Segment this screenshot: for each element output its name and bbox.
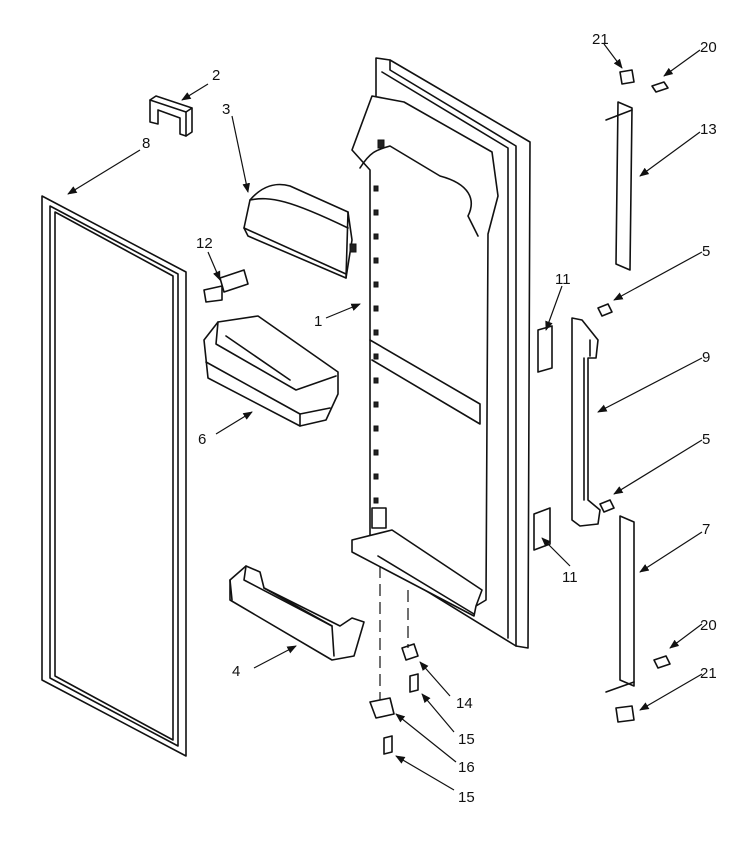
callout-8: 8 xyxy=(142,135,150,152)
callout-2: 2 xyxy=(212,67,220,84)
callout-12: 12 xyxy=(196,235,213,252)
callout-20-lower: 20 xyxy=(700,617,717,634)
callout-5-upper: 5 xyxy=(702,243,710,260)
callout-20-upper: 20 xyxy=(700,39,717,56)
callout-14: 14 xyxy=(456,695,473,712)
upper-handle-trim xyxy=(605,101,633,271)
door-handle xyxy=(571,317,601,527)
callout-15-upper: 15 xyxy=(458,731,475,748)
callout-leaders xyxy=(67,43,703,791)
callout-11-lower: 11 xyxy=(562,569,578,586)
callout-16: 16 xyxy=(458,759,475,776)
callout-5-lower: 5 xyxy=(702,431,710,448)
callout-3: 3 xyxy=(222,101,230,118)
screw-handle-upper xyxy=(597,303,613,317)
handle-spacer-upper xyxy=(537,325,553,373)
door-bin xyxy=(203,315,339,427)
screw-handle-lower xyxy=(599,499,615,513)
hinge-bushing xyxy=(369,697,395,719)
callout-7: 7 xyxy=(702,521,710,538)
callout-11-upper: 11 xyxy=(555,271,571,288)
callout-labels: 2 3 8 12 1 6 4 11 11 5 5 9 13 7 20 20 21… xyxy=(142,31,717,806)
callout-9: 9 xyxy=(702,349,710,366)
callout-6: 6 xyxy=(198,431,206,448)
callout-1: 1 xyxy=(314,313,322,330)
door-stop xyxy=(401,643,419,661)
screw-hinge xyxy=(383,735,393,755)
shelf-peg-holes xyxy=(373,185,379,504)
shelf-clip xyxy=(149,95,193,137)
screw-bottom xyxy=(653,655,671,669)
callout-4: 4 xyxy=(232,663,240,680)
callout-15-lower: 15 xyxy=(458,789,475,806)
refrigerator-door-assembly xyxy=(351,57,531,649)
screw-stop xyxy=(409,673,419,693)
dairy-compartment-door xyxy=(243,183,357,279)
trim-end-cap-bottom xyxy=(615,705,635,723)
callout-21-lower: 21 xyxy=(700,665,717,682)
trim-end-cap-top xyxy=(619,69,635,85)
lower-door-bin xyxy=(229,565,365,661)
callout-13: 13 xyxy=(700,121,717,138)
screw-top xyxy=(651,81,669,93)
lower-handle-trim xyxy=(605,515,635,693)
retainer-clip xyxy=(203,269,249,303)
door-gasket xyxy=(41,195,187,757)
callout-21-upper: 21 xyxy=(592,31,609,48)
